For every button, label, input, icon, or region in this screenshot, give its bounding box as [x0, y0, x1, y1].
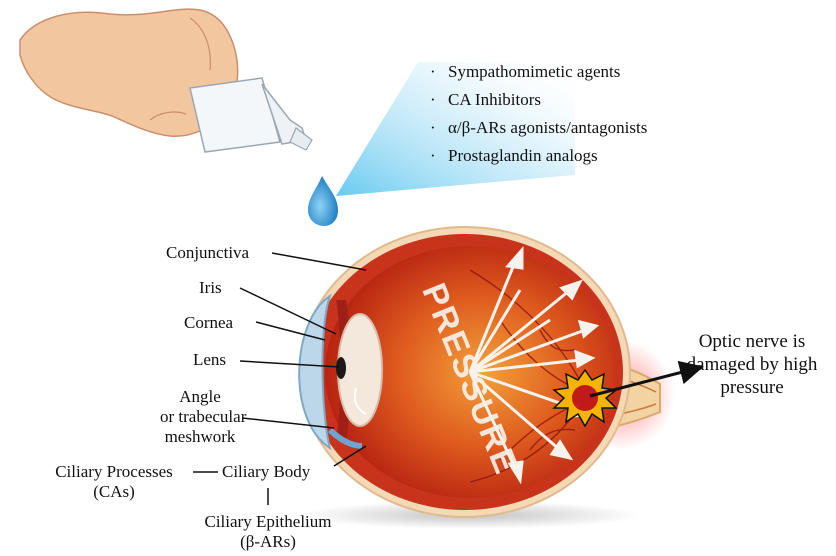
label-ciliary-body: Ciliary Body: [222, 462, 310, 482]
pupil-shape: [336, 357, 346, 379]
drug-item-3: ·α/β-ARs agonists/antagonists: [430, 118, 647, 138]
eye-drop-icon: [308, 176, 338, 226]
bullet-icon: ·: [430, 90, 448, 110]
label-lens: Lens: [193, 350, 226, 370]
drug-item-2: ·CA Inhibitors: [430, 90, 541, 110]
bullet-icon: ·: [430, 118, 448, 138]
label-optic-nerve: Optic nerve is damaged by high pressure: [672, 330, 832, 399]
bullet-icon: ·: [430, 146, 448, 166]
label-cornea: Cornea: [184, 313, 233, 333]
drug-item-1: ·Sympathomimetic agents: [430, 62, 620, 82]
label-iris: Iris: [199, 278, 222, 298]
label-conjunctiva: Conjunctiva: [166, 243, 249, 263]
label-angle: Angle or trabecular meshwork: [160, 387, 240, 447]
bullet-icon: ·: [430, 62, 448, 82]
label-ciliary-processes: Ciliary Processes (CAs): [36, 462, 192, 502]
label-ciliary-epithelium: Ciliary Epithelium (β-ARs): [188, 512, 348, 552]
drug-item-4: ·Prostaglandin analogs: [430, 146, 598, 166]
eyedropper-bottle-icon: [190, 78, 312, 152]
